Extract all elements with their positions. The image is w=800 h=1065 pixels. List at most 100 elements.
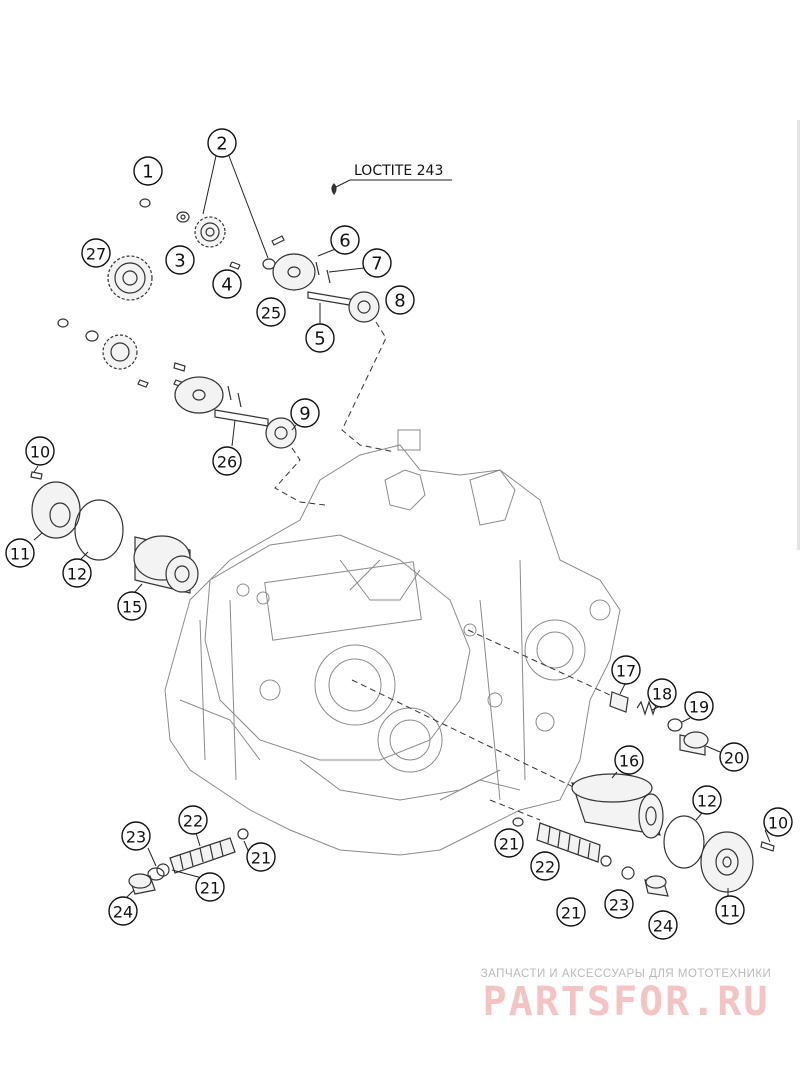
callout-circle: [117, 591, 147, 621]
callout-12: 12: [692, 785, 722, 815]
callout-21: 21: [556, 897, 586, 927]
callout-circle: [648, 910, 678, 940]
callout-circle: [556, 897, 586, 927]
page-edge-shadow: [797, 120, 800, 550]
callout-25: 25: [256, 297, 286, 327]
callout-circle: [692, 785, 722, 815]
callout-1: 1: [133, 156, 163, 186]
callout-number: 11: [720, 902, 740, 921]
callout-number: 26: [217, 453, 237, 472]
callout-number: 24: [653, 917, 673, 936]
callout-circle: [212, 269, 242, 299]
callout-12: 12: [62, 558, 92, 588]
callout-number: 17: [616, 662, 636, 681]
callout-number: 18: [652, 685, 672, 704]
callout-22: 22: [530, 851, 560, 881]
callout-number: 5: [314, 329, 325, 350]
watermark-tagline: ЗАПЧАСТИ И АКСЕССУАРЫ ДЛЯ МОТОТЕХНИКИ: [480, 968, 772, 980]
callout-22: 22: [178, 805, 208, 835]
callout-circle: [246, 842, 276, 872]
callout-number: 1: [142, 162, 153, 183]
callout-number: 10: [30, 443, 50, 462]
callout-number: 15: [122, 598, 142, 617]
callout-circle: [256, 297, 286, 327]
callout-10: 10: [763, 807, 793, 837]
callout-2: 2: [207, 128, 237, 158]
callout-21: 21: [494, 828, 524, 858]
lower-oil-pump-parts: [57, 318, 326, 506]
callout-10: 10: [25, 436, 55, 466]
callout-23: 23: [604, 889, 634, 919]
callout-number: 21: [499, 835, 519, 854]
callout-number: 22: [535, 858, 555, 877]
callout-16: 16: [614, 745, 644, 775]
callout-27: 27: [81, 238, 111, 268]
callout-circle: [5, 538, 35, 568]
callout-number: 27: [86, 245, 106, 264]
right-oil-filter-parts: [351, 629, 775, 897]
callout-15: 15: [117, 591, 147, 621]
callout-circle: [647, 678, 677, 708]
callout-number: 23: [126, 828, 146, 847]
left-oil-filter-parts: [30, 465, 199, 594]
callout-circle: [715, 895, 745, 925]
callout-circle: [611, 655, 641, 685]
callout-number: 22: [183, 812, 203, 831]
callout-number: 25: [261, 304, 281, 323]
callout-24: 24: [108, 896, 138, 926]
callout-circle: [212, 446, 242, 476]
callout-circle: [121, 821, 151, 851]
callout-7: 7: [362, 248, 392, 278]
callout-circle: [195, 872, 225, 902]
callout-19: 19: [684, 691, 714, 721]
callout-number: 21: [200, 879, 220, 898]
callout-number: 21: [251, 849, 271, 868]
callout-26: 26: [212, 446, 242, 476]
callout-circle: [494, 828, 524, 858]
callout-circle: [305, 323, 335, 353]
callout-number: 8: [394, 291, 405, 312]
callout-4: 4: [212, 269, 242, 299]
callout-circle: [207, 128, 237, 158]
watermark-logo: PARTSFOR.RU: [482, 979, 770, 1025]
callout-number: 16: [619, 752, 639, 771]
callout-circle: [530, 851, 560, 881]
callout-number: 21: [561, 904, 581, 923]
callout-number: 3: [174, 251, 185, 272]
callout-circle: [763, 807, 793, 837]
callout-circle: [385, 285, 415, 315]
callout-number: 12: [697, 792, 717, 811]
callout-number: 23: [609, 896, 629, 915]
callout-number: 4: [221, 275, 232, 296]
callout-circle: [604, 889, 634, 919]
callout-11: 11: [715, 895, 745, 925]
callout-circle: [290, 398, 320, 428]
callout-17: 17: [611, 655, 641, 685]
callout-number: 11: [10, 545, 30, 564]
callout-circle: [330, 225, 360, 255]
callout-number: 24: [113, 903, 133, 922]
callout-6: 6: [330, 225, 360, 255]
callout-3: 3: [165, 245, 195, 275]
upper-oil-pump-parts: [107, 155, 452, 453]
left-bypass-valve-parts: [125, 828, 251, 899]
callout-circle: [81, 238, 111, 268]
callout-number: 2: [216, 134, 227, 155]
callout-circle: [362, 248, 392, 278]
callout-number: 20: [724, 749, 744, 768]
callout-number: 9: [299, 404, 310, 425]
callout-21: 21: [246, 842, 276, 872]
callout-21: 21: [195, 872, 225, 902]
callout-23: 23: [121, 821, 151, 851]
callout-circle: [178, 805, 208, 835]
callout-number: 6: [339, 231, 350, 252]
callout-circle: [614, 745, 644, 775]
callout-9: 9: [290, 398, 320, 428]
callout-11: 11: [5, 538, 35, 568]
callout-5: 5: [305, 323, 335, 353]
callout-number: 12: [67, 565, 87, 584]
callout-number: 10: [768, 814, 788, 833]
callout-circle: [108, 896, 138, 926]
loctite-note: LOCTITE 243: [354, 163, 443, 179]
